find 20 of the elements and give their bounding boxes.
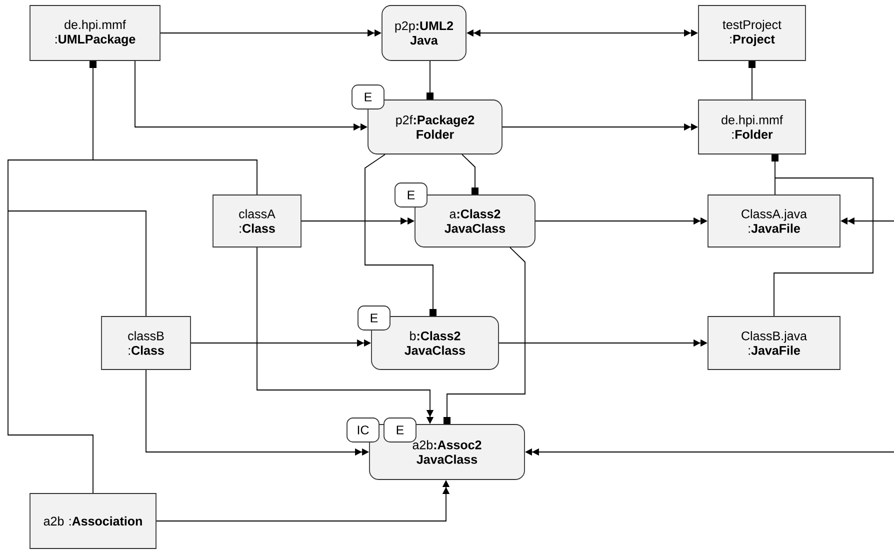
composition-line [8, 60, 258, 494]
composition-line [748, 60, 756, 100]
composition-line [426, 60, 434, 100]
object-box: ClassA.java :JavaFile [708, 194, 840, 248]
composition-line [444, 247, 526, 424]
composition-line [462, 154, 478, 195]
tag-badge: E [384, 418, 416, 442]
object-box: ClassB.java :JavaFile [708, 316, 840, 370]
tag-badge: E [352, 84, 384, 110]
object-box: classA :Class [212, 194, 302, 248]
object-box: de.hpi.mmf :UMLPackage [30, 5, 160, 61]
object-box: a2b :Association [30, 493, 156, 549]
tag-badge: E [394, 182, 428, 208]
tag-badge: E [358, 306, 390, 330]
object-box: classB :Class [101, 316, 191, 370]
composition-line [772, 154, 874, 316]
composition-line [364, 154, 436, 316]
object-box: de.hpi.mmf :Folder [698, 100, 806, 154]
object-box: testProject :Project [698, 5, 806, 61]
tag-badge: IC [346, 418, 380, 442]
